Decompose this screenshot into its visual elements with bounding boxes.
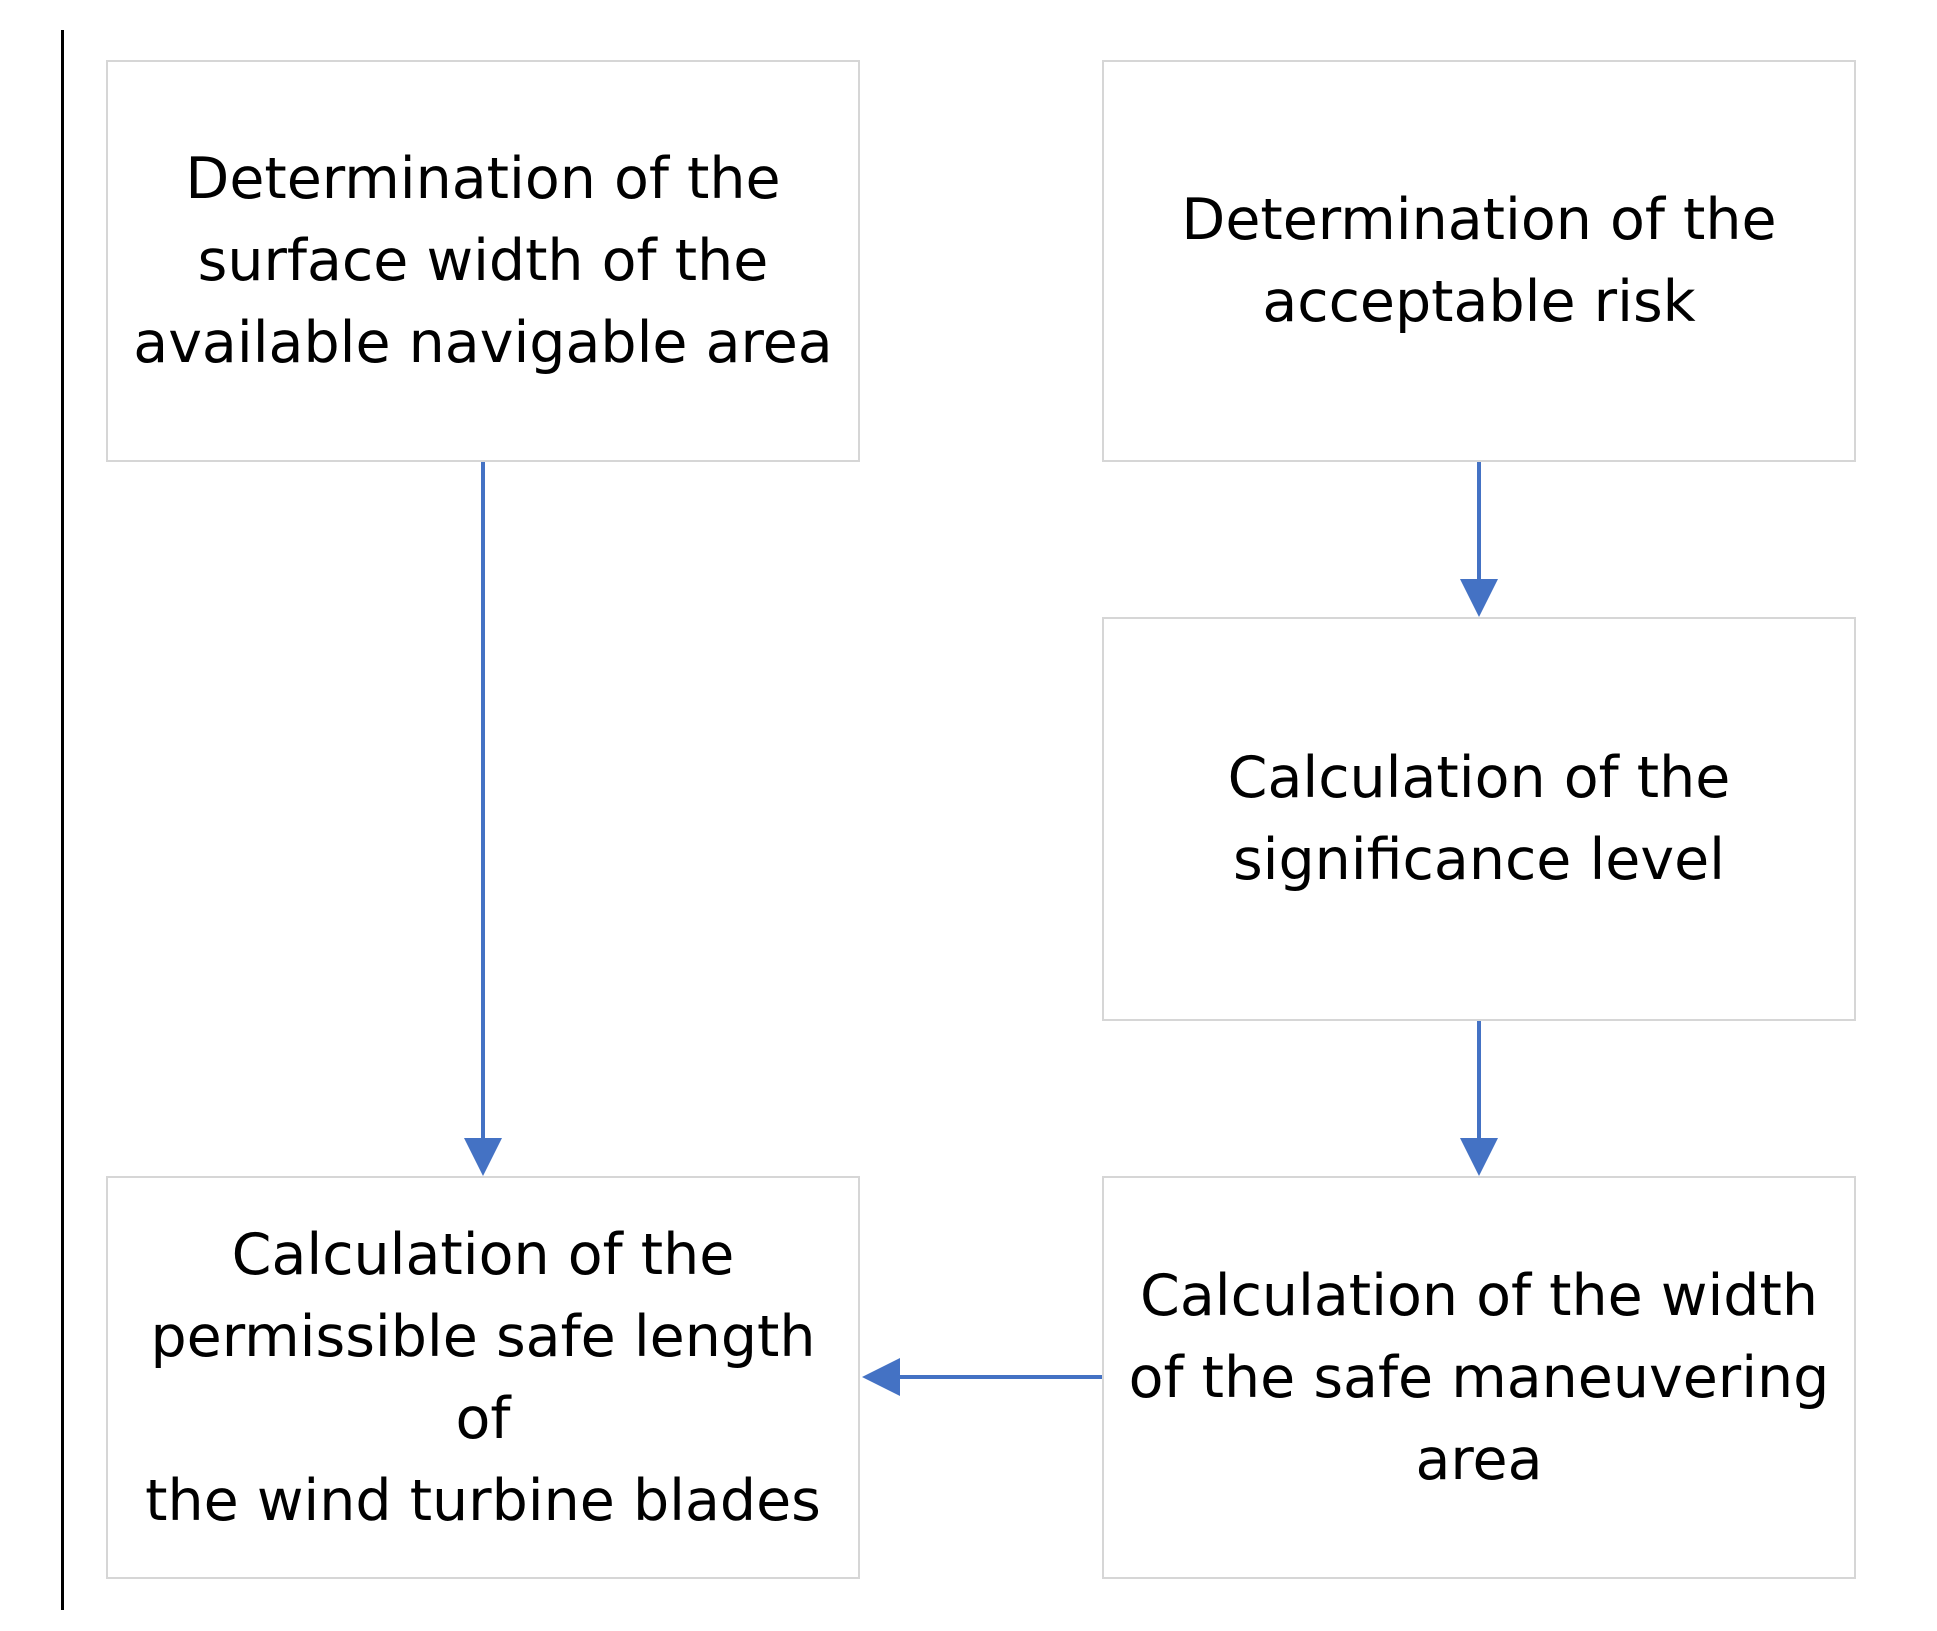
box-permissible-length: Calculation of the permissible safe leng… <box>106 1176 860 1579</box>
arrow-surface-to-permissible <box>464 462 502 1176</box>
arrow-significance-to-maneuvering <box>1460 1021 1498 1176</box>
box-surface-width: Determination of the surface width of th… <box>106 60 860 462</box>
box-surface-width-label: Determination of the surface width of th… <box>133 146 833 376</box>
box-significance-level: Calculation of the significance level <box>1102 617 1856 1021</box>
box-significance-level-label: Calculation of the significance level <box>1227 745 1731 893</box>
box-permissible-length-label: Calculation of the permissible safe leng… <box>145 1221 821 1534</box>
box-maneuvering-width: Calculation of the width of the safe man… <box>1102 1176 1856 1579</box>
box-acceptable-risk-label: Determination of the acceptable risk <box>1181 187 1777 335</box>
arrow-maneuvering-to-permissible <box>862 1358 1102 1396</box>
box-maneuvering-width-label: Calculation of the width of the safe man… <box>1128 1262 1830 1493</box>
left-vertical-rule <box>61 30 64 1610</box>
arrow-risk-to-significance <box>1460 462 1498 617</box>
box-acceptable-risk: Determination of the acceptable risk <box>1102 60 1856 462</box>
